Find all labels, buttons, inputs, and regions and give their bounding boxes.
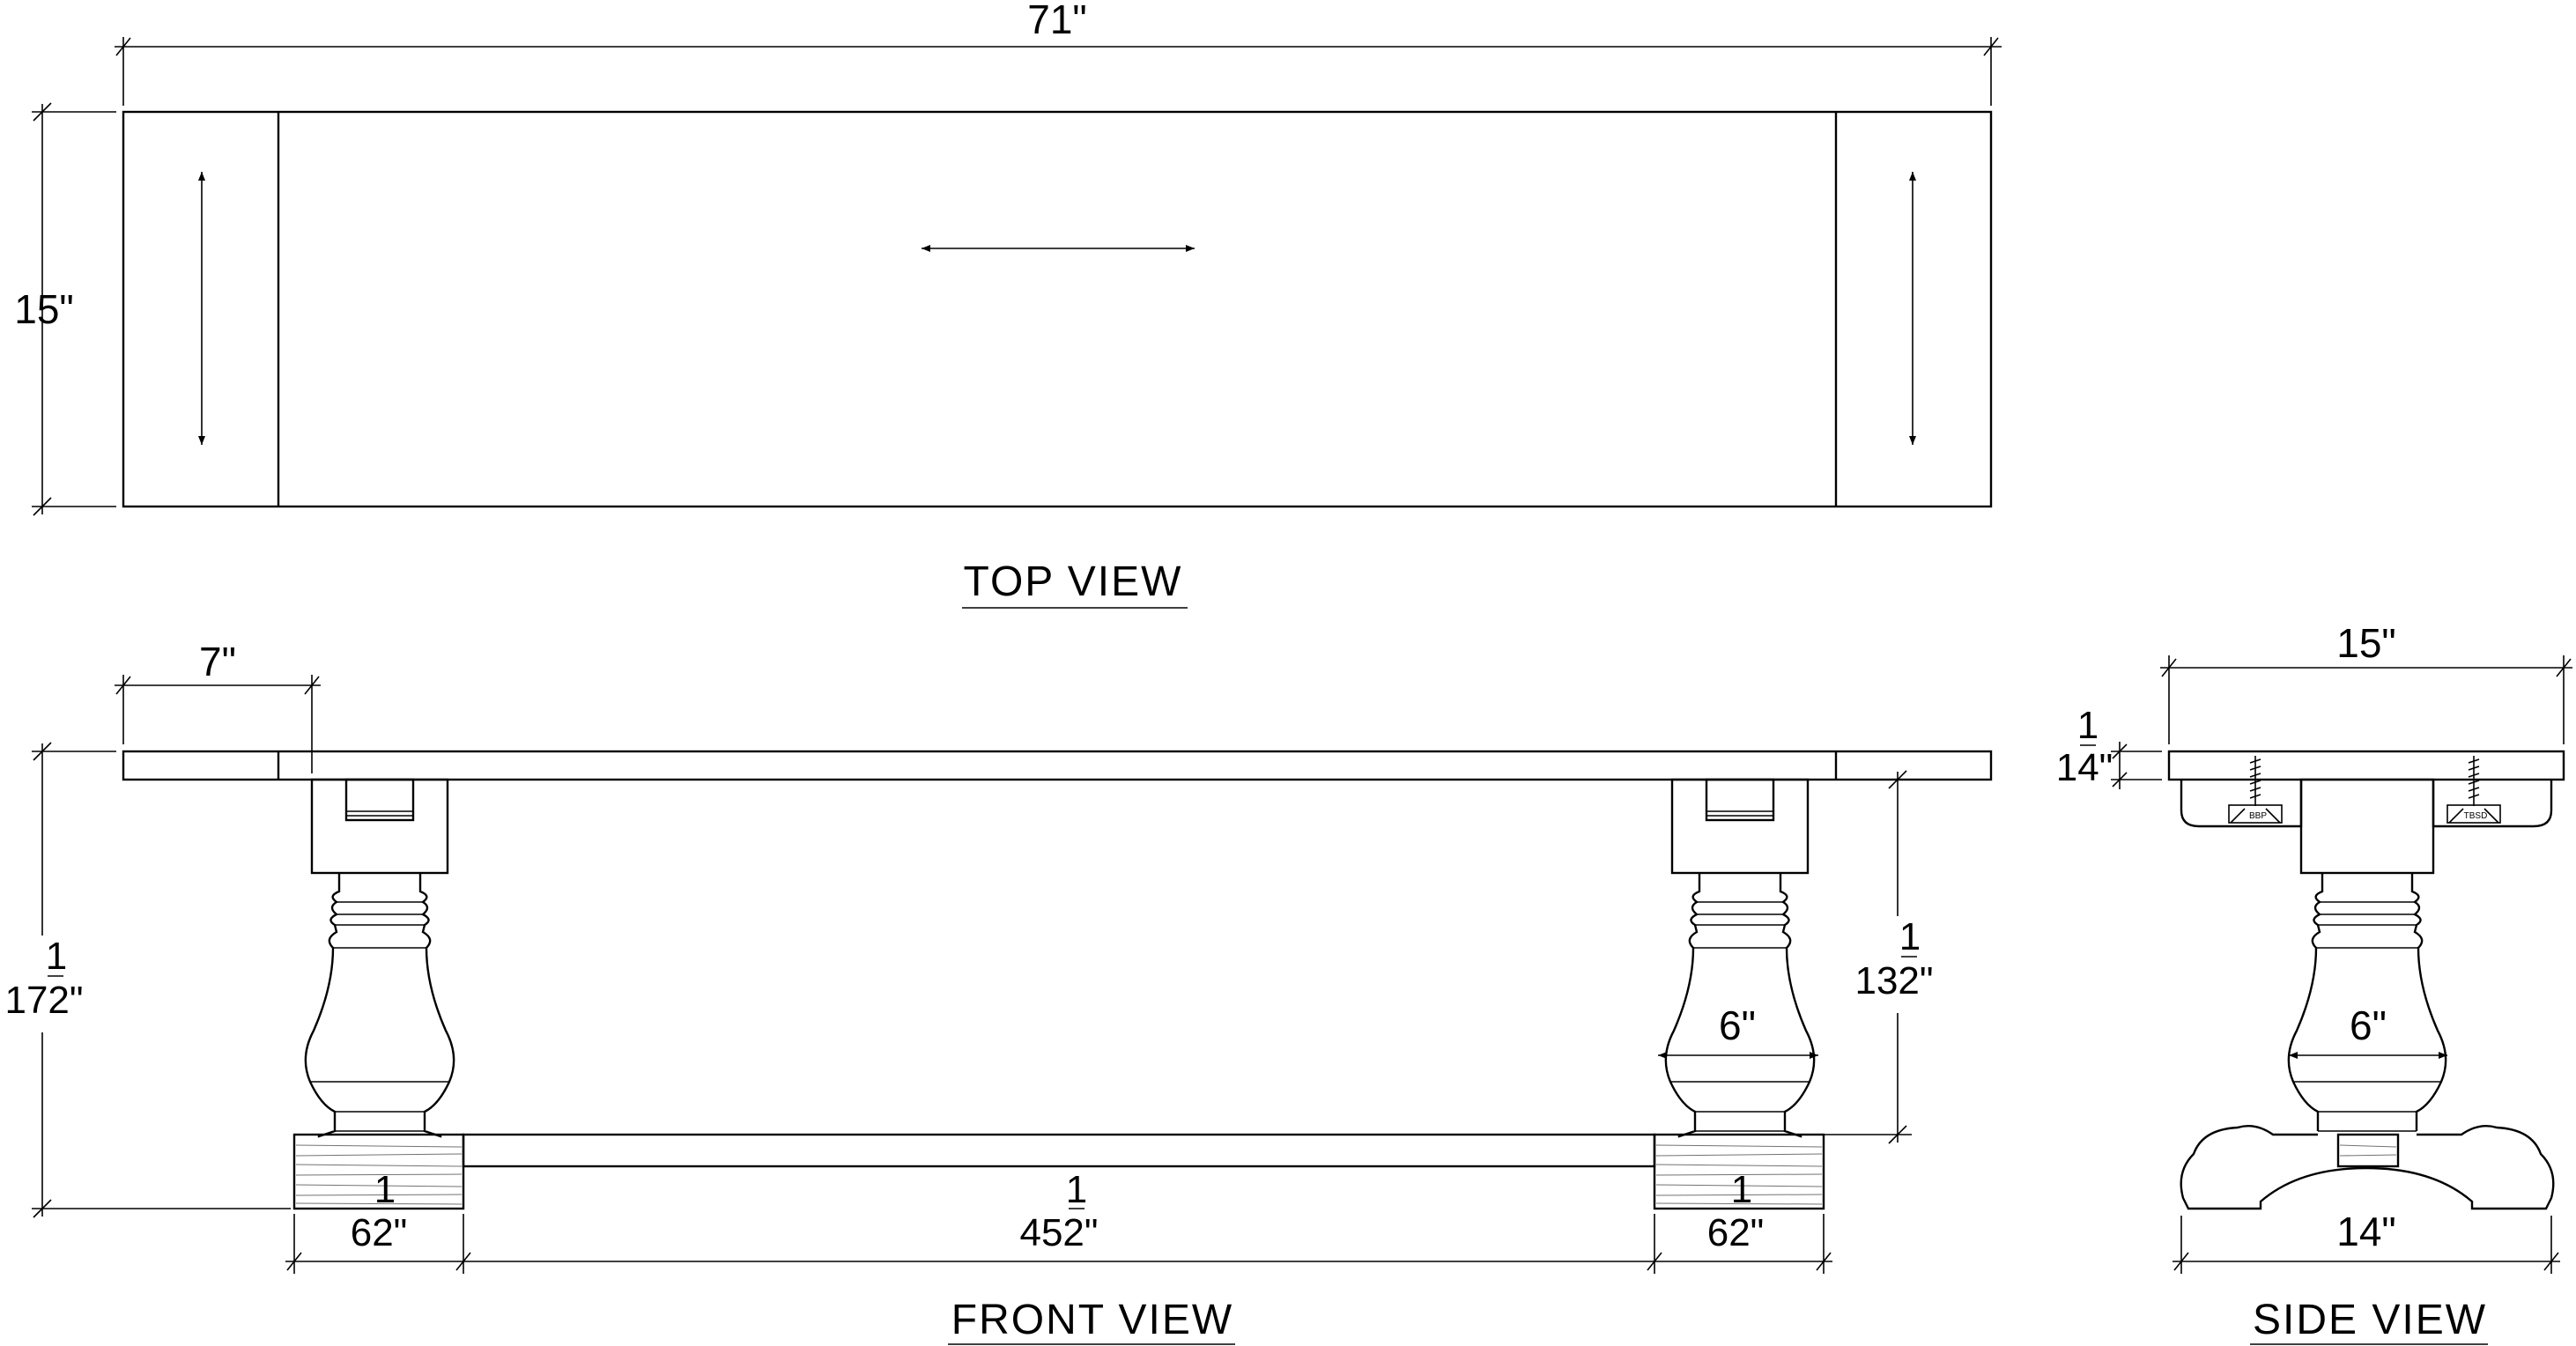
front-stretcher	[462, 1133, 1656, 1168]
leg-block	[1670, 778, 1810, 875]
top-view-title: TOP VIEW	[964, 558, 1183, 605]
front-post-width-dimension: 6"	[1658, 1002, 1818, 1059]
overall-height-dimension: 1 172"	[4, 742, 291, 1218]
front-view: 7" 1 172" 1 132"	[4, 639, 1993, 1345]
side-foot-base	[2180, 1125, 2555, 1210]
side-top-width-label: 15"	[2336, 620, 2396, 666]
foot-left-whole: 1	[374, 1168, 396, 1211]
overhang-label: 7"	[199, 639, 236, 684]
side-post-width-label: 6"	[2350, 1002, 2387, 1048]
side-post-width-dimension: 6"	[2289, 1002, 2447, 1059]
overall-height-whole: 1	[46, 935, 67, 978]
bracket-left-label: BBP	[2249, 811, 2267, 821]
stretcher-label: 452"	[1019, 1211, 1098, 1254]
top-thickness-label: 14"	[2056, 746, 2113, 789]
leg-cleat	[344, 778, 415, 822]
top-length-dimension: 71"	[115, 0, 2002, 106]
leg-height-label: 132"	[1854, 959, 1933, 1002]
foot-right-whole: 1	[1731, 1168, 1752, 1211]
front-leg-right	[1653, 778, 1825, 1210]
top-width-label: 15"	[14, 286, 74, 332]
bottom-chain-dimension: 1 62" 1 452" 1 62"	[285, 1168, 1832, 1274]
side-base-width-dimension: 14"	[2173, 1209, 2560, 1274]
top-width-dimension: 15"	[14, 102, 116, 516]
bracket-right-label: TBSD	[2464, 811, 2488, 821]
front-leg-left	[292, 778, 465, 1210]
front-view-title: FRONT VIEW	[951, 1297, 1233, 1343]
front-top-board	[122, 750, 1993, 781]
side-top-board	[2167, 750, 2565, 781]
front-post-width-label: 6"	[1719, 1002, 1756, 1048]
side-view: BBP TBSD	[2056, 620, 2572, 1345]
bracket-right	[2446, 804, 2501, 824]
side-top-width-dimension: 15"	[2160, 620, 2572, 744]
stretcher-whole: 1	[1066, 1168, 1087, 1211]
screw-right: TBSD	[2446, 756, 2501, 824]
side-cleat	[2180, 780, 2553, 828]
side-turned-post	[2287, 873, 2447, 1131]
top-thickness-whole: 1	[2077, 704, 2099, 747]
leg-cleat	[1705, 778, 1775, 822]
top-view: 71" 15" TOP VIEW	[14, 0, 2002, 609]
foot-right-label: 62"	[1707, 1211, 1765, 1254]
top-view-outline	[122, 110, 1993, 508]
top-length-label: 71"	[1027, 0, 1087, 42]
side-stretcher-end	[2336, 1133, 2400, 1168]
foot-grain-lines	[1655, 1144, 1823, 1205]
side-view-title: SIDE VIEW	[2253, 1297, 2487, 1343]
leg-height-dimension: 1 132"	[1797, 770, 1942, 1144]
leg-height-whole: 1	[1899, 915, 1921, 958]
foot-grain-lines	[295, 1144, 463, 1205]
overall-height-label: 172"	[4, 979, 83, 1022]
side-base-width-label: 14"	[2336, 1209, 2396, 1254]
leg-block	[310, 778, 449, 875]
foot-left-label: 62"	[351, 1211, 408, 1254]
side-top-thickness-dimension: 1 14"	[2056, 704, 2162, 789]
screw-left: BBP	[2228, 756, 2283, 824]
leg-turned-post	[304, 873, 455, 1138]
overhang-dimension: 7"	[115, 639, 321, 773]
bracket-left	[2228, 804, 2283, 824]
side-post-block	[2299, 778, 2435, 875]
